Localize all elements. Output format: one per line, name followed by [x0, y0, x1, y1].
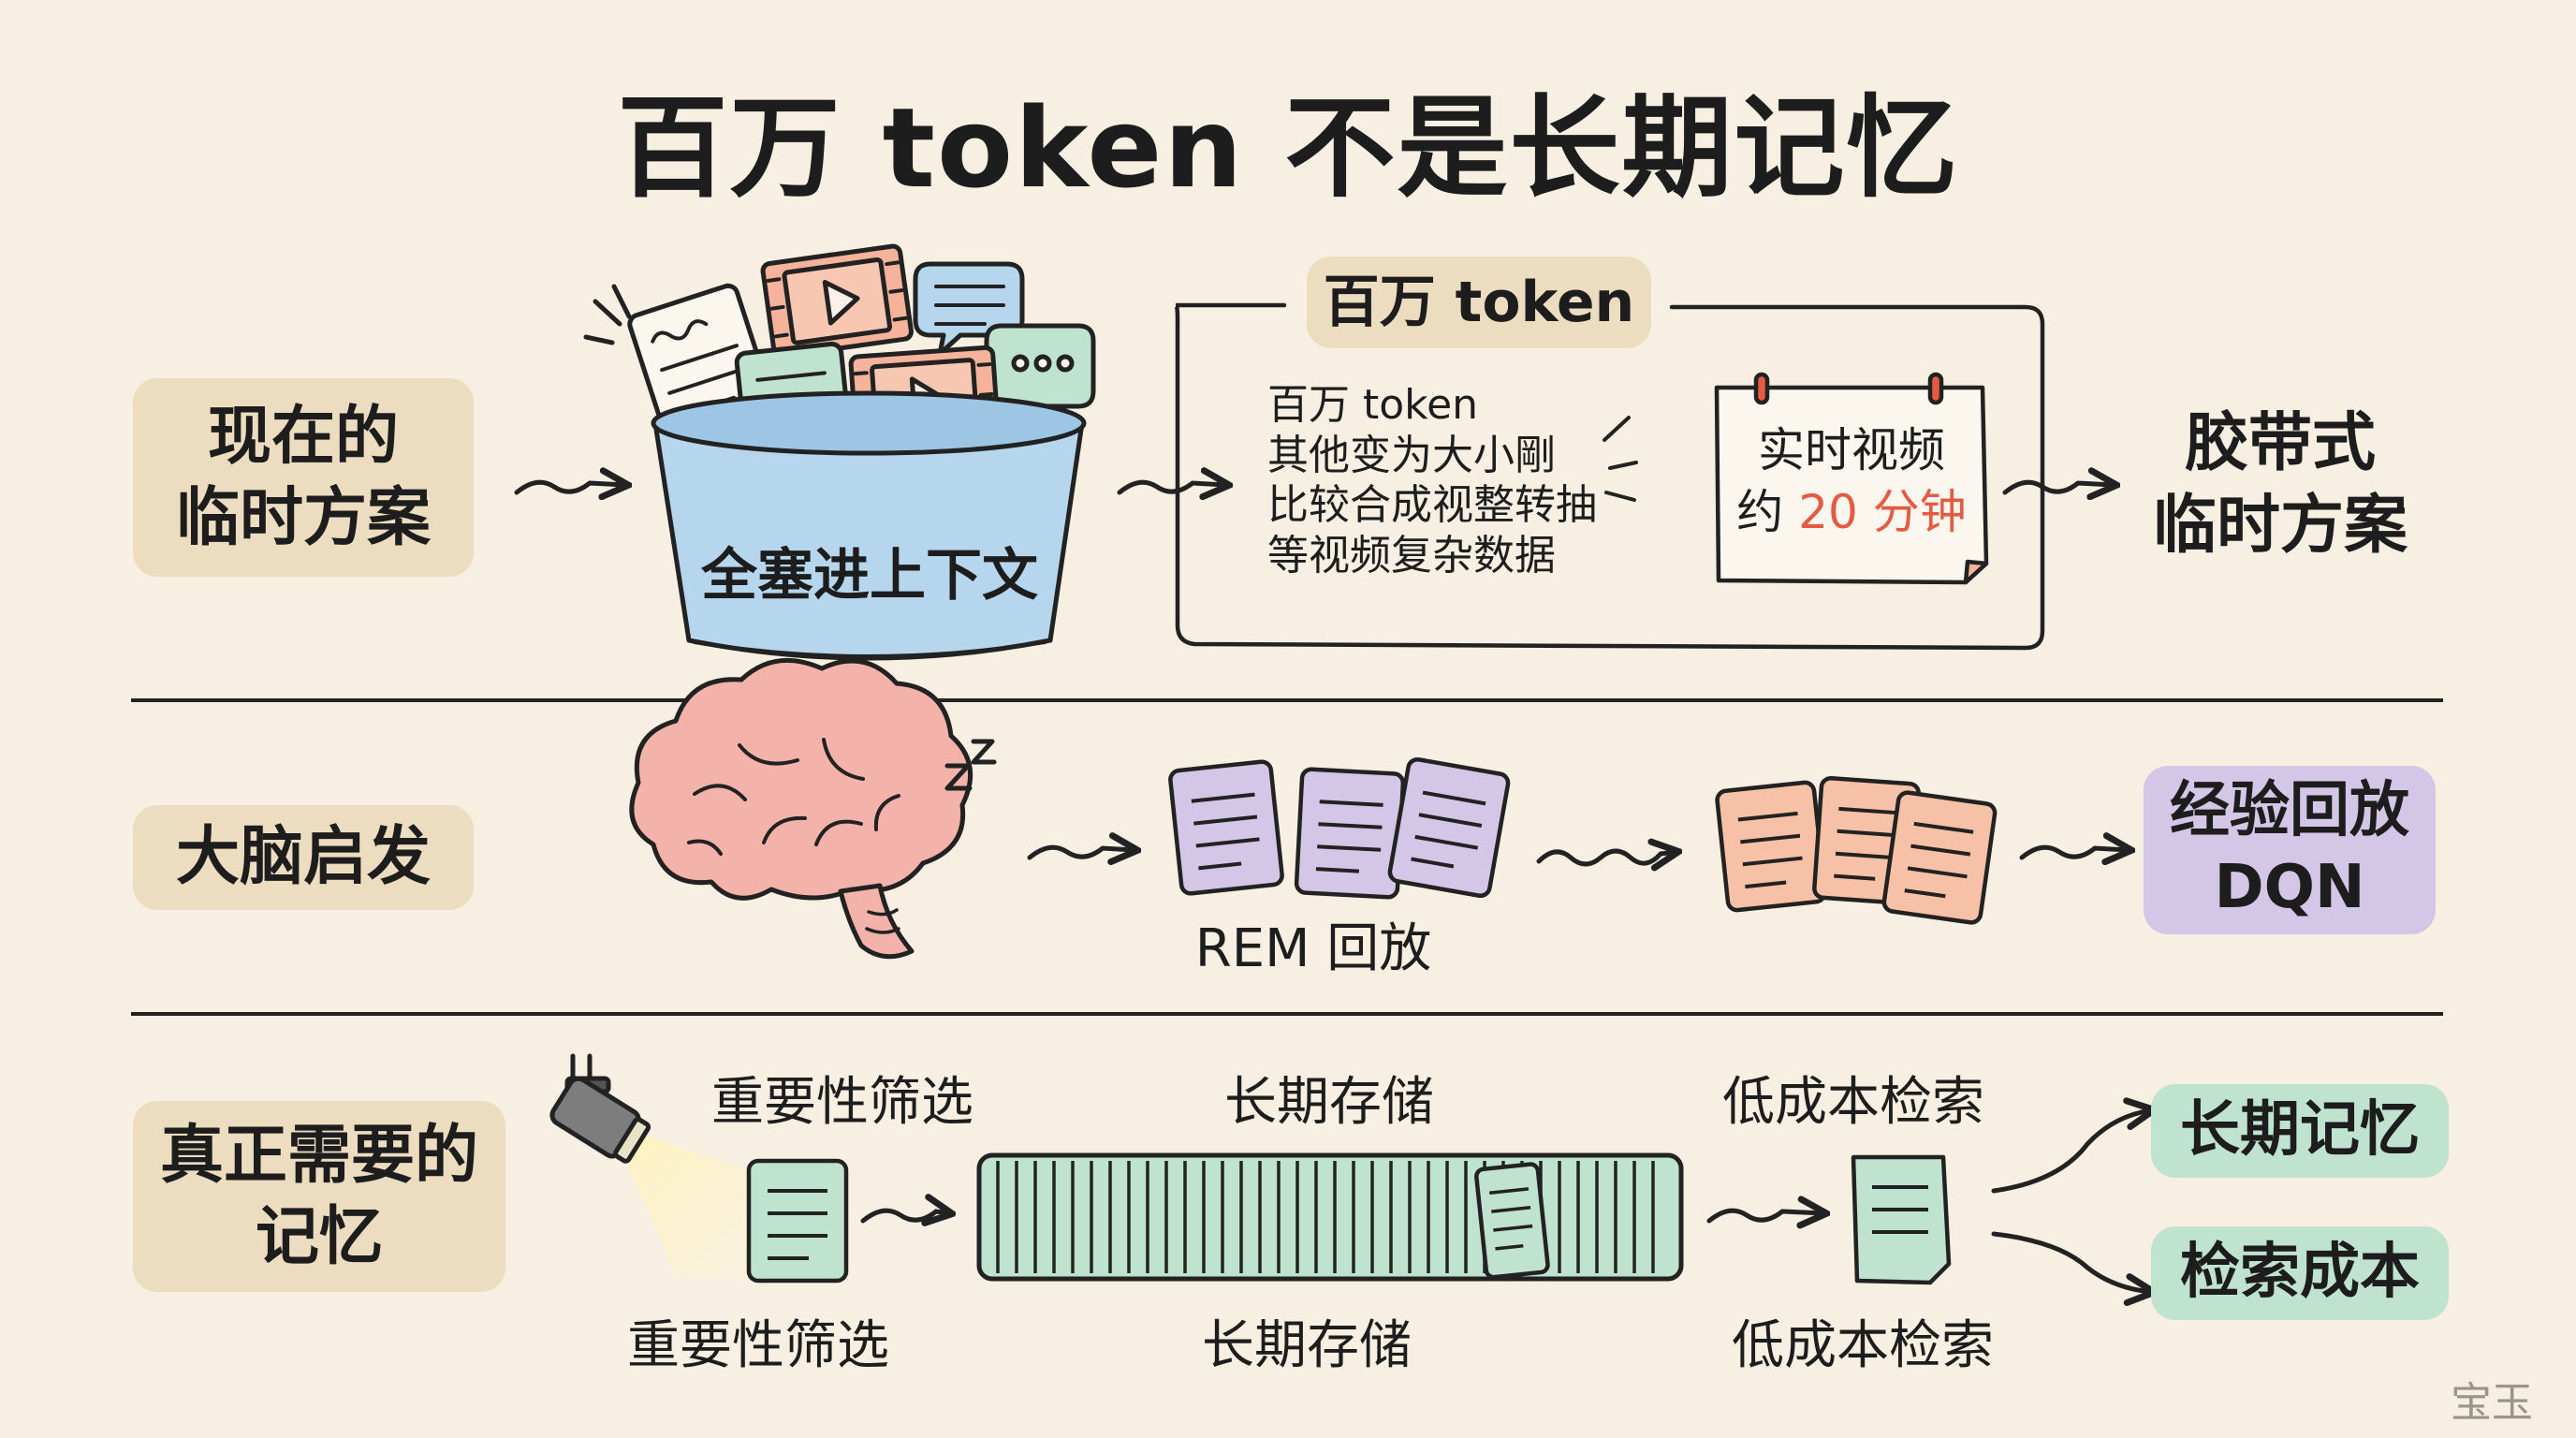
arrow-10 [1991, 1231, 2151, 1292]
row3-tag: 真正需要的 记忆 [133, 1101, 505, 1292]
filter-label-top: 重要性筛选 [711, 1072, 973, 1133]
arrow-5 [1536, 851, 1676, 864]
sticky-note [1714, 372, 1989, 585]
sticky-note-text: 实时视频 约 20 分钟 [1720, 419, 1983, 543]
context-box-title: 百万 token [1307, 257, 1651, 348]
sleep-z-icon [944, 739, 997, 791]
sticky-note-line1: 实时视频 [1758, 423, 1945, 477]
video-frame-icon [760, 243, 914, 360]
row1-result: 胶带式 临时方案 [2152, 406, 2408, 564]
watermark: 宝玉 [2451, 1379, 2533, 1427]
result-retrieval-cost: 检索成本 [2151, 1226, 2449, 1320]
row1-tag: 现在的 临时方案 [133, 378, 474, 577]
retrieved-document-icon [1851, 1154, 1952, 1285]
arrow-8 [1706, 1211, 1823, 1221]
brain-icon [629, 657, 973, 960]
page-title: 百万 token 不是长期记忆 [617, 83, 1959, 213]
arrow-6 [2019, 847, 2129, 858]
arrow-1 [514, 482, 625, 492]
retrieval-label-bottom: 低成本检索 [1732, 1315, 1994, 1376]
arrow-7 [860, 1211, 949, 1221]
bucket-illustration [583, 243, 1096, 661]
divider-2 [131, 1012, 2443, 1016]
row2-result: 经验回放 DQN [2144, 766, 2436, 934]
bucket-label: 全塞进上下文 [701, 543, 1038, 609]
result-long-term-memory: 长期记忆 [2151, 1084, 2449, 1178]
rem-replay-label: REM 回放 [1194, 918, 1432, 979]
sticky-note-prefix: 约 [1736, 485, 1799, 539]
arrow-4 [1027, 847, 1134, 858]
storage-label-bottom: 长期存储 [1202, 1315, 1412, 1376]
sticky-note-highlight: 20 分钟 [1798, 485, 1967, 539]
spotlight-icon [549, 1053, 758, 1281]
long-term-storage-strip [976, 1152, 1684, 1282]
arrow-3 [2002, 482, 2114, 492]
retrieval-label-top: 低成本检索 [1722, 1072, 1984, 1133]
context-box-text: 百万 token 其他变为大小剛 比较合成视整转抽 等视频复杂数据 [1267, 381, 1597, 580]
row2-tag: 大脑启发 [133, 805, 474, 910]
context-box-outline [1174, 302, 2045, 651]
filtered-document-icon [746, 1158, 849, 1284]
filter-label-bottom: 重要性筛选 [627, 1315, 889, 1376]
rem-cards [1168, 756, 1511, 900]
replay-cards [1715, 775, 1998, 925]
arrow-9 [1991, 1110, 2151, 1194]
arrow-2 [1117, 482, 1226, 492]
storage-label-top: 长期存储 [1224, 1072, 1434, 1133]
sticky-note-line2: 约 20 分钟 [1720, 481, 1983, 543]
divider-1 [131, 698, 2443, 702]
